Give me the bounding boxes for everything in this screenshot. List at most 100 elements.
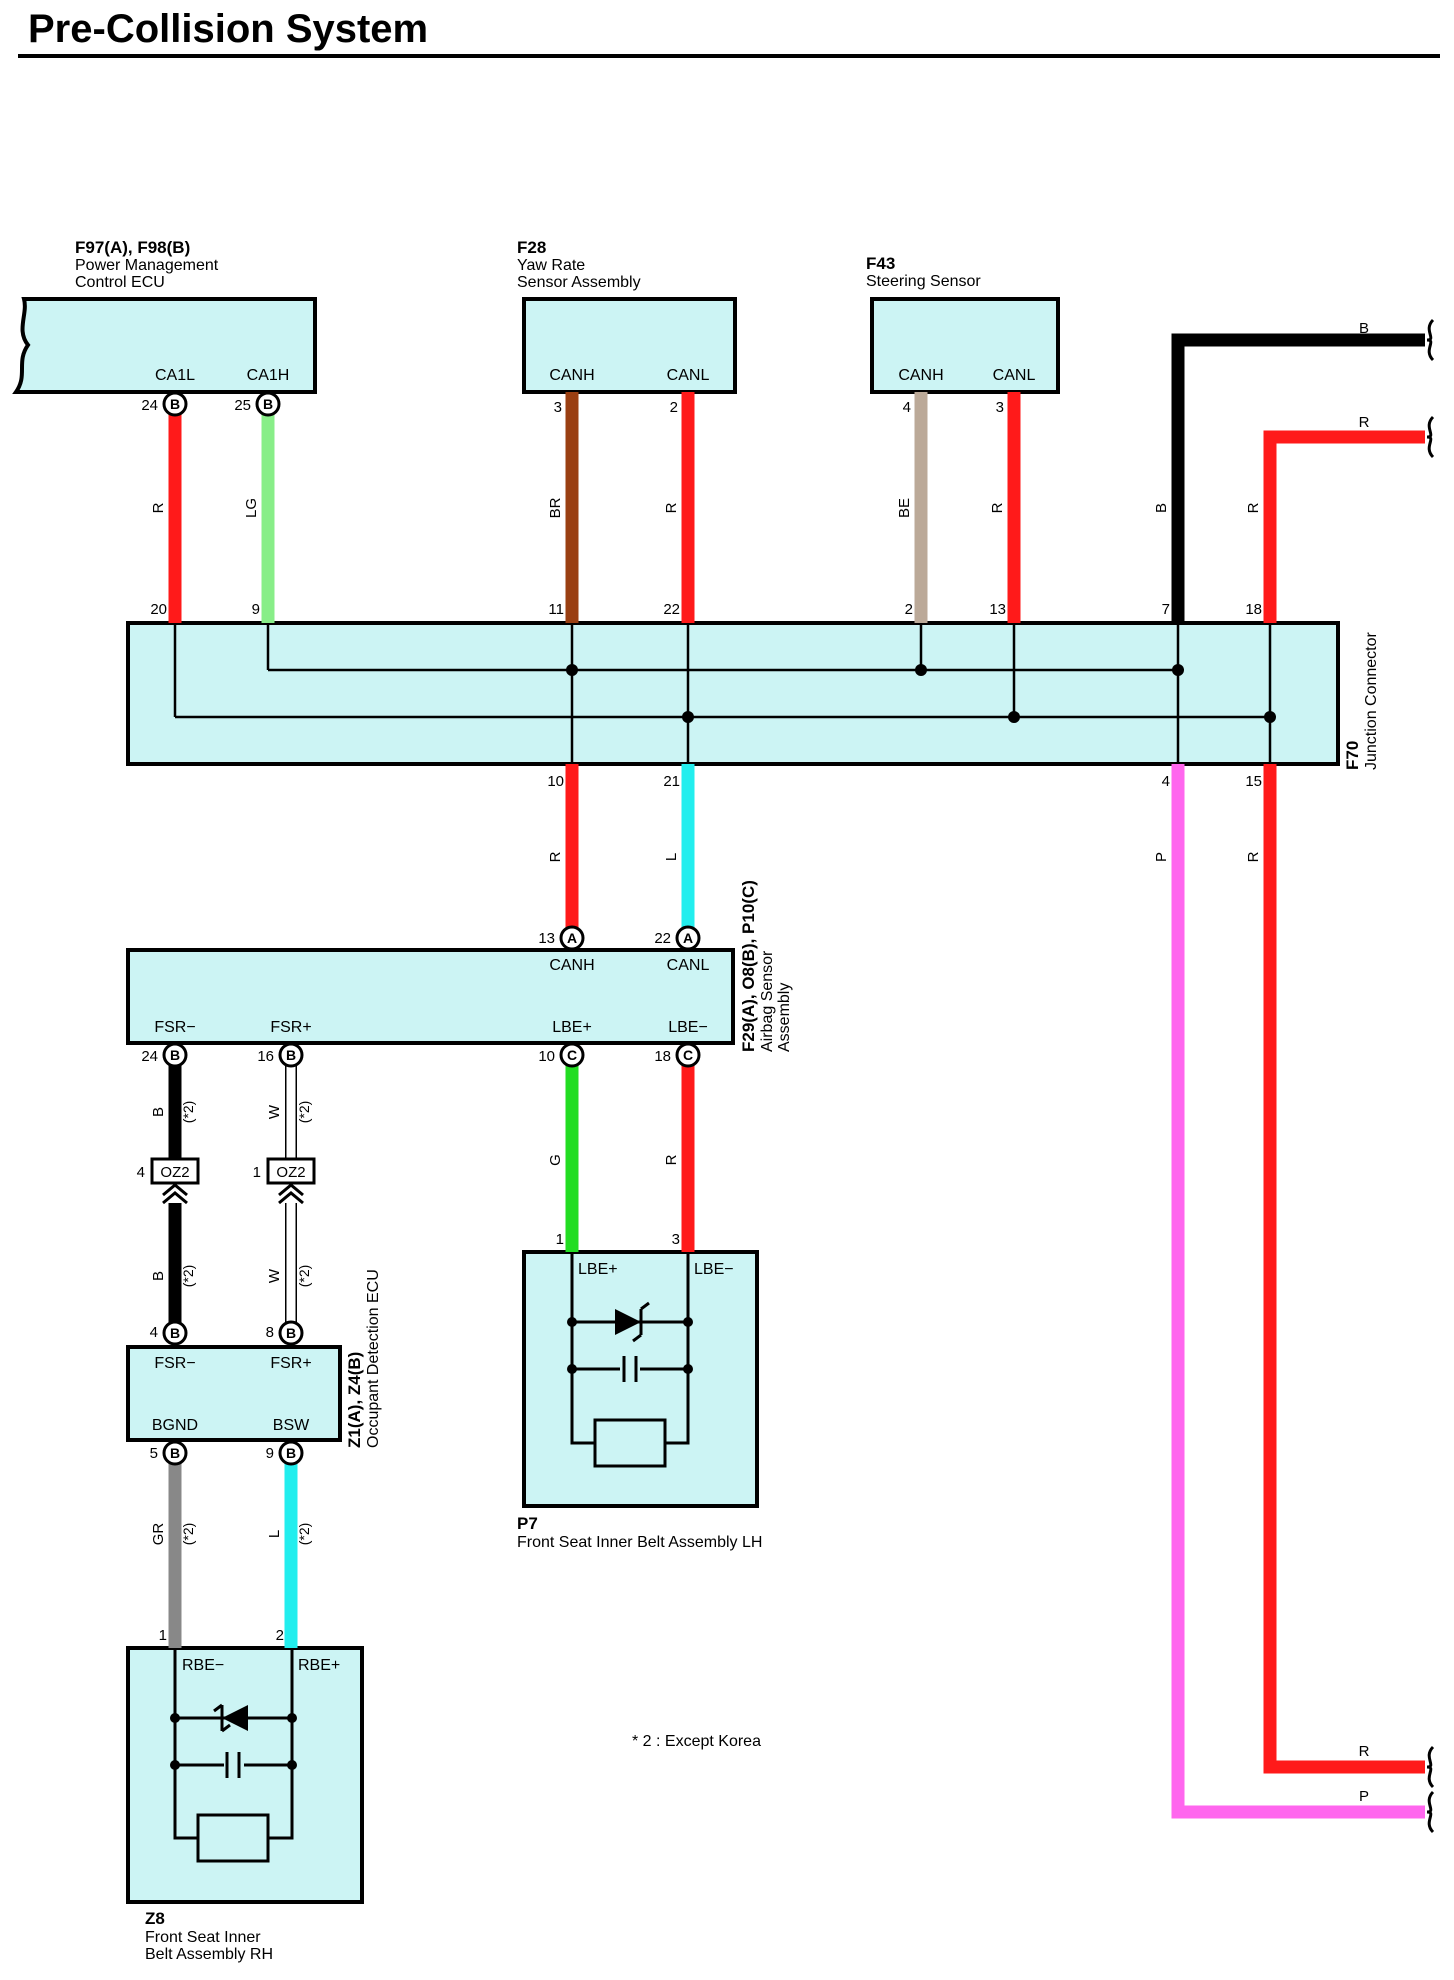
- pin-numbers: 24 25 3 2 4 3 20 9 11 22 2 13 7 18 10 21…: [141, 397, 1262, 1644]
- svg-text:R: R: [1359, 414, 1370, 431]
- svg-text:BGND: BGND: [152, 1417, 198, 1434]
- svg-text:4: 4: [1162, 773, 1170, 790]
- svg-text:20: 20: [150, 601, 167, 618]
- svg-text:24: 24: [141, 397, 158, 414]
- occupant-ecu-box: [126, 1345, 342, 1442]
- connector-plug: B: [162, 391, 188, 417]
- svg-text:CANH: CANH: [549, 957, 594, 974]
- svg-text:3: 3: [672, 1231, 680, 1248]
- connector-plug: B: [278, 1320, 304, 1346]
- svg-text:22: 22: [663, 601, 680, 618]
- svg-text:(*2): (*2): [180, 1101, 196, 1124]
- svg-text:A: A: [683, 930, 693, 946]
- svg-text:Front Seat Inner: Front Seat Inner: [145, 1929, 261, 1946]
- svg-text:Airbag Sensor: Airbag Sensor: [759, 950, 776, 1052]
- belt-rh-label: RBE− RBE+ Z8 Front Seat Inner Belt Assem…: [145, 1657, 340, 1963]
- svg-text:P: P: [1359, 1788, 1369, 1805]
- svg-text:OZ2: OZ2: [160, 1164, 189, 1181]
- svg-text:13: 13: [538, 930, 555, 947]
- yaw-sensor-label: F28 Yaw Rate Sensor Assembly CANH CANL: [517, 238, 709, 384]
- svg-text:Power Management: Power Management: [75, 257, 219, 274]
- svg-text:10: 10: [538, 1048, 555, 1065]
- svg-text:CANH: CANH: [898, 367, 943, 384]
- svg-text:4: 4: [137, 1164, 145, 1181]
- svg-text:2: 2: [276, 1627, 284, 1644]
- svg-text:B: B: [150, 1271, 167, 1281]
- svg-text:B: B: [170, 396, 180, 412]
- svg-text:F70: F70: [1343, 741, 1362, 770]
- svg-text:CANL: CANL: [667, 957, 710, 974]
- junction-bus: [173, 623, 1276, 764]
- connector-plug: B: [278, 1042, 304, 1068]
- footnote: * 2 : Except Korea: [632, 1733, 761, 1750]
- svg-text:CANL: CANL: [993, 367, 1036, 384]
- svg-text:Occupant Detection ECU: Occupant Detection ECU: [365, 1269, 382, 1448]
- svg-text:11: 11: [548, 601, 564, 618]
- power-ecu-box: [12, 297, 317, 394]
- svg-text:Steering Sensor: Steering Sensor: [866, 273, 981, 290]
- svg-text:R: R: [663, 1154, 680, 1165]
- svg-text:FSR+: FSR+: [270, 1019, 311, 1036]
- belt-lh-box: [522, 1250, 759, 1508]
- belt-lh-circuit: [567, 1252, 693, 1468]
- wire-jc-p: [1171, 764, 1425, 1819]
- svg-text:9: 9: [266, 1445, 274, 1462]
- svg-text:LBE+: LBE+: [552, 1019, 592, 1036]
- svg-text:25: 25: [234, 397, 251, 414]
- svg-text:F97(A), F98(B): F97(A), F98(B): [75, 238, 190, 257]
- svg-text:3: 3: [996, 399, 1004, 416]
- steering-sensor-box: [870, 297, 1060, 394]
- svg-text:(*2): (*2): [296, 1523, 312, 1546]
- svg-text:B: B: [263, 396, 273, 412]
- svg-text:P7: P7: [517, 1514, 538, 1533]
- junction-connector-label: F70 Junction Connector: [1343, 631, 1380, 770]
- belt-lh-label: LBE+ LBE− P7 Front Seat Inner Belt Assem…: [517, 1261, 762, 1551]
- svg-text:C: C: [683, 1047, 693, 1063]
- svg-text:4: 4: [150, 1324, 158, 1341]
- svg-text:OZ2: OZ2: [276, 1164, 305, 1181]
- svg-text:R: R: [150, 502, 167, 513]
- svg-text:LBE−: LBE−: [694, 1261, 734, 1278]
- svg-text:L: L: [266, 1530, 283, 1538]
- svg-text:(*2): (*2): [296, 1265, 312, 1288]
- svg-text:FSR−: FSR−: [154, 1019, 195, 1036]
- svg-text:F43: F43: [866, 254, 895, 273]
- svg-text:(*2): (*2): [180, 1523, 196, 1546]
- connector-plug: C: [675, 1042, 701, 1068]
- svg-text:F28: F28: [517, 238, 546, 257]
- svg-text:16: 16: [257, 1048, 274, 1065]
- svg-text:BSW: BSW: [273, 1417, 310, 1434]
- svg-text:B: B: [150, 1107, 167, 1117]
- svg-text:B: B: [170, 1047, 180, 1063]
- svg-text:F29(A), O8(B), P10(C): F29(A), O8(B), P10(C): [739, 880, 758, 1052]
- svg-text:GR: GR: [150, 1523, 167, 1546]
- svg-text:5: 5: [150, 1445, 158, 1462]
- svg-text:B: B: [286, 1445, 296, 1461]
- connector-plug: B: [162, 1042, 188, 1068]
- svg-text:13: 13: [989, 601, 1006, 618]
- svg-text:R: R: [1359, 1743, 1370, 1760]
- svg-text:G: G: [547, 1154, 564, 1166]
- svg-text:Yaw Rate: Yaw Rate: [517, 257, 585, 274]
- svg-text:B: B: [1359, 320, 1369, 337]
- svg-text:4: 4: [903, 399, 911, 416]
- svg-text:B: B: [1153, 503, 1170, 513]
- belt-rh-box: [126, 1646, 364, 1904]
- svg-text:22: 22: [654, 930, 671, 947]
- connector-plug: A: [675, 925, 701, 951]
- svg-text:2: 2: [670, 399, 678, 416]
- airbag-sensor-box: [126, 948, 735, 1045]
- svg-text:18: 18: [654, 1048, 671, 1065]
- svg-text:B: B: [170, 1445, 180, 1461]
- svg-text:CA1L: CA1L: [155, 367, 195, 384]
- svg-text:7: 7: [1162, 601, 1170, 618]
- wire-break-mark: [1426, 1745, 1435, 1789]
- wire-break-mark: [1426, 1790, 1435, 1834]
- svg-text:8: 8: [266, 1324, 274, 1341]
- connector-plug: B: [162, 1320, 188, 1346]
- svg-text:FSR−: FSR−: [154, 1355, 195, 1372]
- svg-text:9: 9: [252, 601, 260, 618]
- svg-text:BE: BE: [896, 498, 913, 518]
